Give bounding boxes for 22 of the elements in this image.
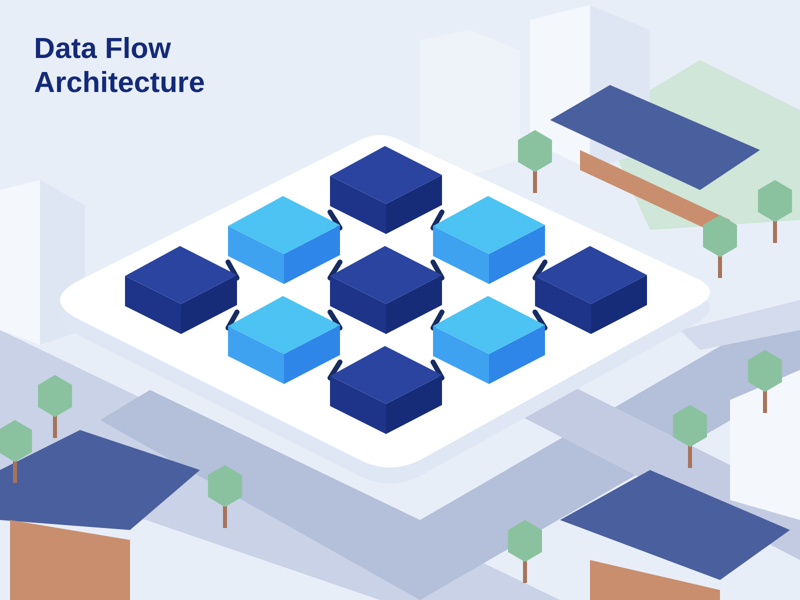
connector-line (328, 360, 342, 380)
connector-line (328, 210, 342, 230)
cube-block (433, 196, 545, 284)
connector-line (430, 260, 444, 280)
cube-block (228, 296, 340, 384)
cube-block (330, 246, 442, 334)
cube-block (535, 246, 647, 334)
cube-block (125, 246, 237, 334)
cube-block (228, 196, 340, 284)
connector-line (430, 210, 444, 230)
cube-block (433, 296, 545, 384)
title: Data Flow Architecture (34, 32, 206, 100)
cube-block (330, 146, 442, 234)
cube-block (330, 346, 442, 434)
connector-line (430, 310, 444, 330)
connector-line (532, 260, 548, 280)
connector-line (226, 260, 240, 280)
connector-line (430, 360, 444, 380)
connector-line (532, 310, 548, 330)
connector-line (226, 310, 240, 330)
connector-line (328, 310, 342, 330)
connector-line (328, 260, 342, 280)
